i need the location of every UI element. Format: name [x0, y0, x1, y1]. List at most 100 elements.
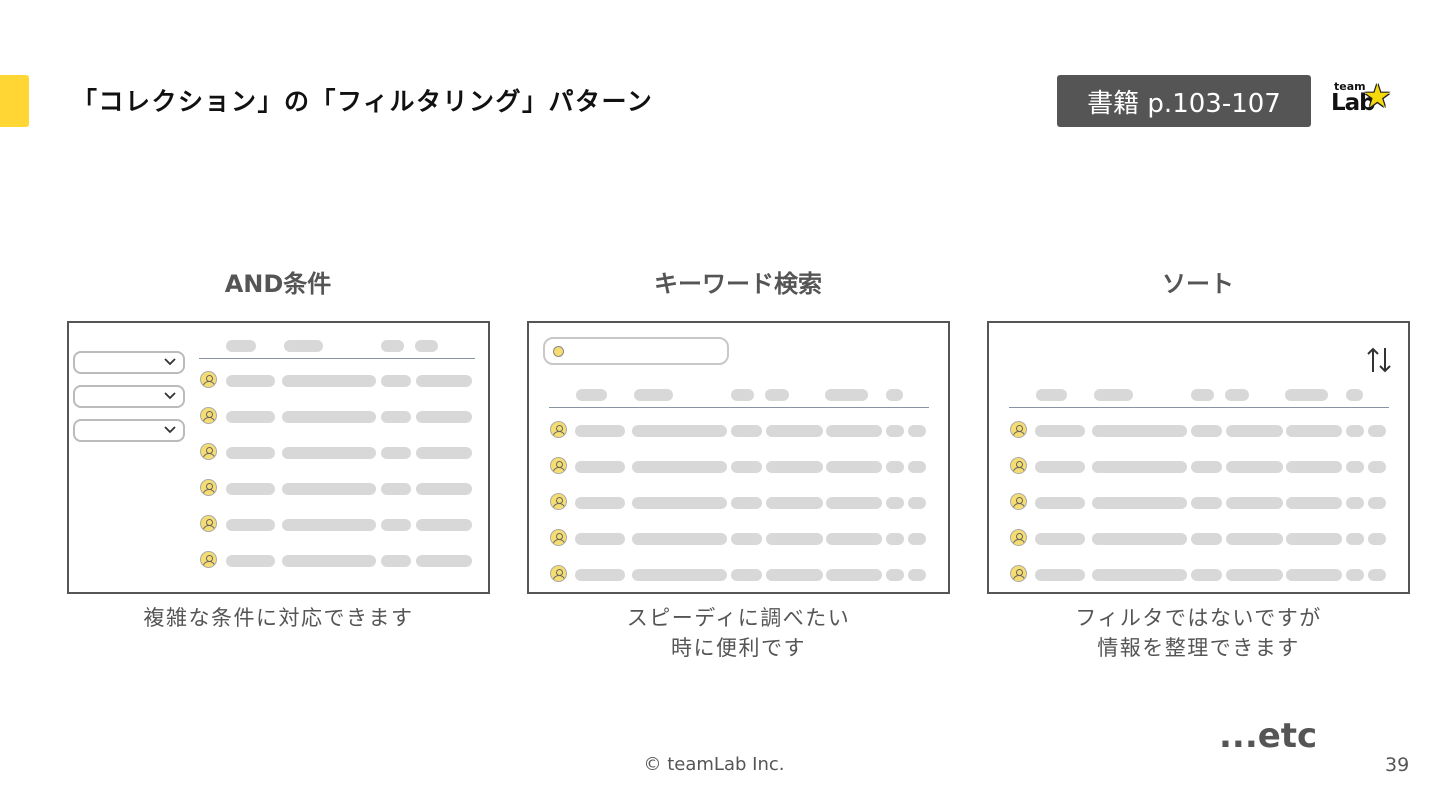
- page-title: 「コレクション」の「フィルタリング」パターン: [72, 87, 654, 116]
- column-header-placeholder: [825, 389, 868, 401]
- cell-placeholder: [1226, 569, 1283, 581]
- chevron-down-icon: [164, 392, 176, 400]
- cell-placeholder: [416, 411, 472, 423]
- user-avatar-icon: [550, 421, 567, 438]
- user-avatar-icon: [200, 443, 217, 460]
- cell-placeholder: [1286, 569, 1342, 581]
- keyword-search-mockup: [527, 321, 950, 594]
- sort-arrows-icon[interactable]: [1364, 345, 1394, 375]
- cell-placeholder: [1092, 425, 1187, 437]
- cell-placeholder: [1346, 461, 1364, 473]
- user-avatar-icon: [200, 551, 217, 568]
- filter-select[interactable]: [73, 351, 185, 374]
- cell-placeholder: [1035, 533, 1085, 545]
- cell-placeholder: [575, 461, 625, 473]
- caption-and: 複雑な条件に対応できます: [67, 603, 490, 633]
- caption-line: フィルタではないですが: [1075, 606, 1322, 630]
- user-avatar-icon: [1010, 565, 1027, 582]
- cell-placeholder: [1368, 497, 1386, 509]
- search-input[interactable]: [543, 337, 729, 365]
- cell-placeholder: [381, 483, 411, 495]
- caption-line: 時に便利です: [671, 636, 806, 660]
- cell-placeholder: [416, 375, 472, 387]
- cell-placeholder: [1092, 569, 1187, 581]
- header-divider: [549, 407, 929, 408]
- cell-placeholder: [226, 447, 275, 459]
- column-header-placeholder: [886, 389, 903, 401]
- cell-placeholder: [282, 447, 376, 459]
- column-header-placeholder: [284, 340, 323, 352]
- filter-select[interactable]: [73, 419, 185, 442]
- pattern-title-keyword: キーワード検索: [654, 270, 822, 298]
- cell-placeholder: [226, 519, 275, 531]
- cell-placeholder: [886, 533, 904, 545]
- copyright: © teamLab Inc.: [0, 754, 1440, 775]
- cell-placeholder: [381, 411, 411, 423]
- cell-placeholder: [766, 569, 823, 581]
- header-divider: [199, 358, 475, 359]
- column-header-placeholder: [731, 389, 754, 401]
- cell-placeholder: [908, 425, 926, 437]
- cell-placeholder: [766, 533, 823, 545]
- user-avatar-icon: [1010, 529, 1027, 546]
- etc-label: ...etc: [1219, 716, 1318, 756]
- cell-placeholder: [731, 533, 762, 545]
- cell-placeholder: [1191, 533, 1222, 545]
- star-icon: ★: [1363, 77, 1392, 115]
- cell-placeholder: [1226, 497, 1283, 509]
- column-header-placeholder: [1094, 389, 1133, 401]
- cell-placeholder: [1346, 497, 1364, 509]
- user-avatar-icon: [1010, 421, 1027, 438]
- book-reference-badge: 書籍 p.103-107: [1057, 75, 1311, 127]
- caption-line: スピーディに調べたい: [626, 606, 851, 630]
- pattern-title-and: AND条件: [224, 270, 332, 298]
- cell-placeholder: [381, 375, 411, 387]
- cell-placeholder: [1092, 461, 1187, 473]
- caption-line: 情報を整理できます: [1097, 636, 1300, 660]
- cell-placeholder: [886, 497, 904, 509]
- cell-placeholder: [1368, 533, 1386, 545]
- sort-mockup: [987, 321, 1410, 594]
- cell-placeholder: [731, 569, 762, 581]
- cell-placeholder: [282, 411, 376, 423]
- column-header-placeholder: [1225, 389, 1249, 401]
- user-avatar-icon: [550, 457, 567, 474]
- cell-placeholder: [731, 425, 762, 437]
- cell-placeholder: [226, 555, 275, 567]
- cell-placeholder: [1035, 497, 1085, 509]
- cell-placeholder: [416, 447, 472, 459]
- cell-placeholder: [1092, 497, 1187, 509]
- chevron-down-icon: [164, 426, 176, 434]
- logo-text-lab: Lab: [1331, 90, 1376, 116]
- filter-select[interactable]: [73, 385, 185, 408]
- cell-placeholder: [632, 569, 727, 581]
- caption-sort: フィルタではないですが 情報を整理できます: [987, 603, 1410, 663]
- user-avatar-icon: [1010, 493, 1027, 510]
- logo-text-team: team: [1334, 80, 1366, 93]
- user-avatar-icon: [550, 529, 567, 546]
- column-header-placeholder: [226, 340, 256, 352]
- cell-placeholder: [1035, 569, 1085, 581]
- cell-placeholder: [1191, 425, 1222, 437]
- and-condition-mockup: [67, 321, 490, 594]
- cell-placeholder: [1286, 497, 1342, 509]
- user-avatar-icon: [200, 371, 217, 388]
- cell-placeholder: [1191, 461, 1222, 473]
- user-avatar-icon: [200, 479, 217, 496]
- column-header-placeholder: [1285, 389, 1328, 401]
- cell-placeholder: [282, 375, 376, 387]
- cell-placeholder: [908, 533, 926, 545]
- cell-placeholder: [226, 483, 275, 495]
- chevron-down-icon: [164, 358, 176, 366]
- column-header-placeholder: [1036, 389, 1067, 401]
- cell-placeholder: [575, 425, 625, 437]
- cell-placeholder: [1226, 461, 1283, 473]
- cell-placeholder: [1368, 425, 1386, 437]
- accent-bar: [0, 75, 29, 127]
- cell-placeholder: [1191, 497, 1222, 509]
- cell-placeholder: [381, 519, 411, 531]
- cell-placeholder: [731, 461, 762, 473]
- cell-placeholder: [416, 555, 472, 567]
- cell-placeholder: [826, 497, 882, 509]
- cell-placeholder: [282, 519, 376, 531]
